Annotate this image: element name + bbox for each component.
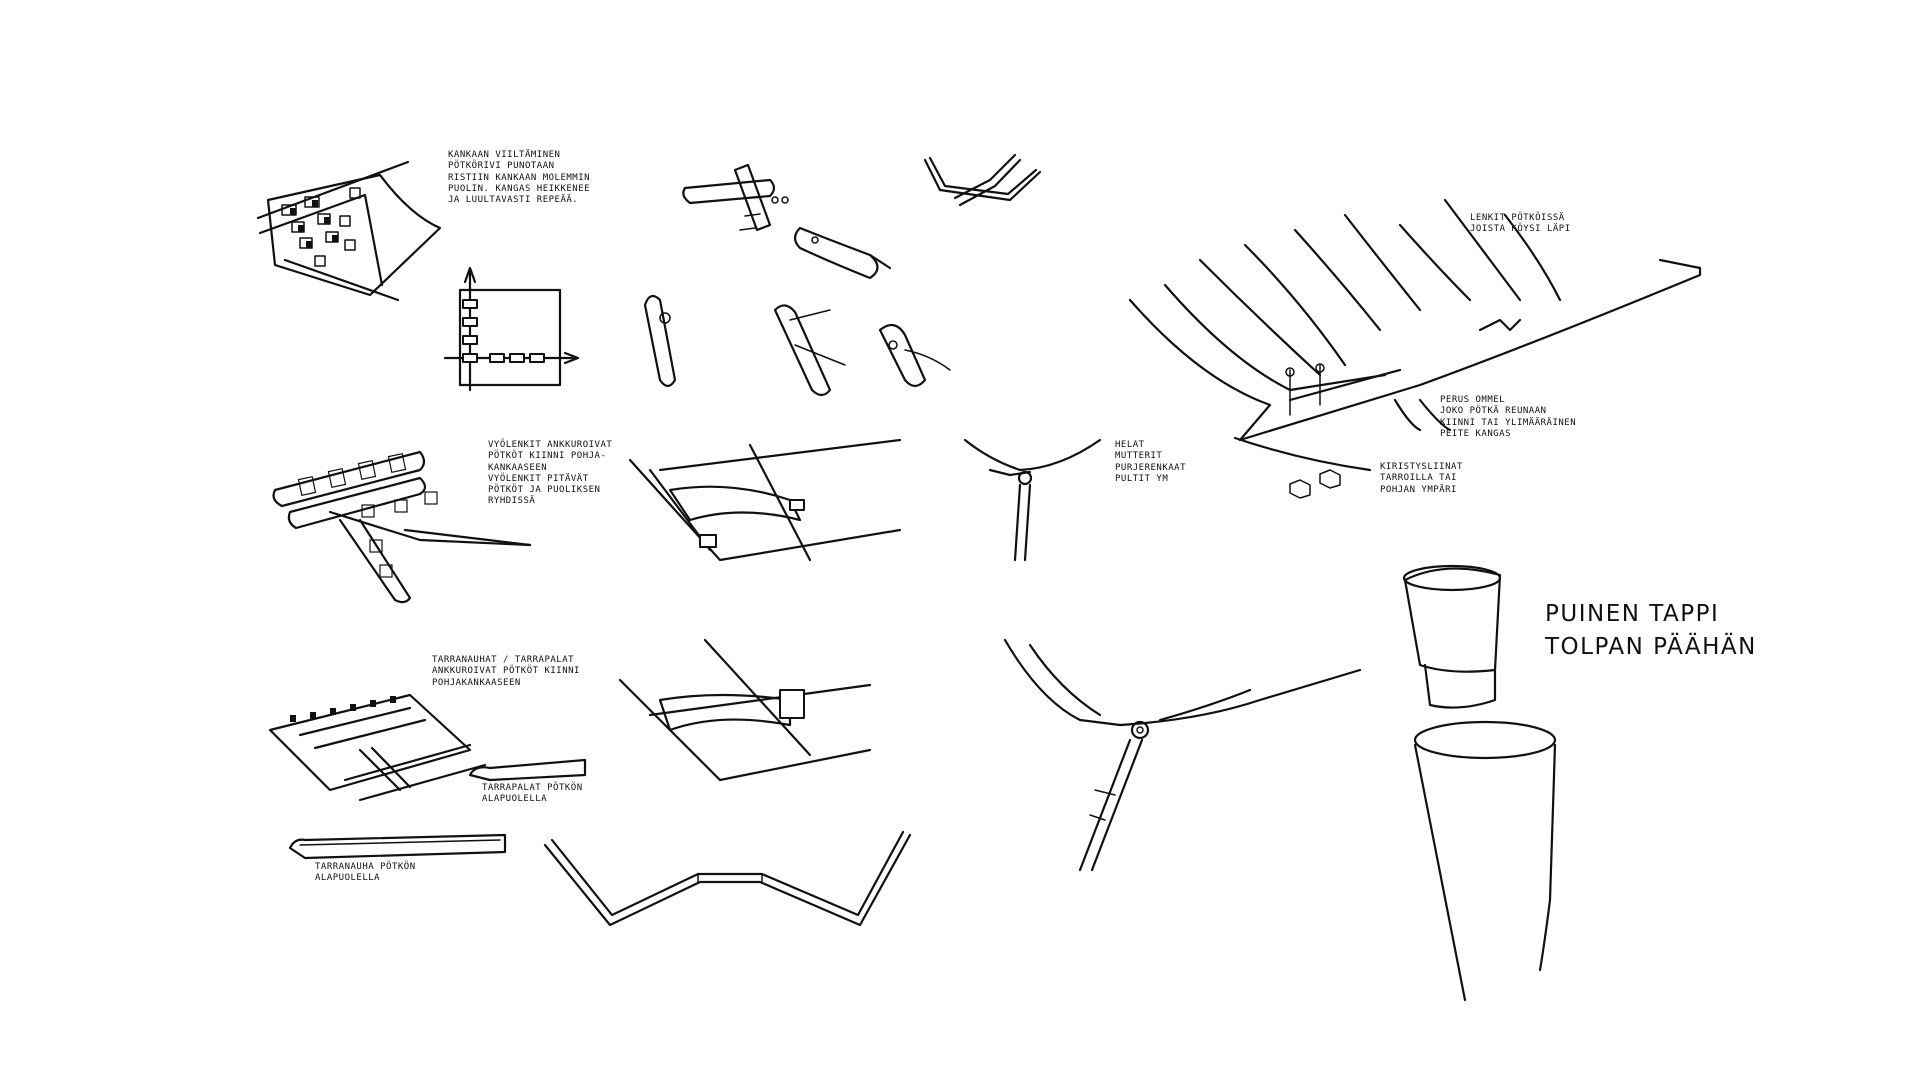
note-lenkit-potkoissa: LENKIT PÖTKÖISSÄ JOISTA KÖYSI LÄPI	[1470, 213, 1571, 235]
corner-rope-sketch	[963, 438, 1102, 562]
folded-frame-sketch	[923, 153, 1042, 207]
note-kankaan-viiltaminen: KANKAAN VIILTÄMINEN PÖTKÖRIVI PUNOTAAN R…	[448, 150, 591, 205]
note-vyolenkit: VYÖLENKIT ANKKUROIVAT PÖTKÖT KIINNI POHJ…	[488, 440, 613, 507]
note-tarrapalat-alapuolella: TARRAPALAT PÖTKÖN ALAPUOLELLA	[482, 783, 583, 805]
note-kiristysliinat: KIRISTYSLIINAT TARROILLA TAI POHJAN YMPÄ…	[1380, 462, 1463, 495]
note-tarranauhat: TARRANAUHAT / TARRAPALAT ANKKUROIVAT PÖT…	[432, 655, 580, 688]
note-helat: HELAT MUTTERIT PURJERENKAAT PULTIT YM	[1115, 440, 1187, 484]
rope-grommet-sketch	[1003, 638, 1362, 872]
cross-tube-joint-sketch	[682, 163, 892, 280]
fabric-fold-strip-sketch	[628, 438, 902, 562]
tubes-lacing-sketch	[1128, 198, 1702, 499]
note-puinen-tappi: PUINEN TAPPI TOLPAN PÄÄHÄN	[1545, 601, 1757, 661]
wooden-peg-sketch	[1402, 564, 1557, 1002]
velcro-board-sketch	[268, 693, 487, 802]
weave-arrows-sketch	[443, 266, 580, 392]
velcro-strip-sketch	[288, 758, 587, 860]
fabric-fold-velcro-sketch	[618, 638, 872, 782]
belt-loop-sketch	[272, 450, 532, 604]
bent-rod-sketch	[543, 830, 912, 927]
note-perus-ommel: PERUS OMMEL JOKO PÖTKÄ REUNAAN KIINNI TA…	[1440, 395, 1577, 439]
note-tarranauha-alapuolella: TARRANAUHA PÖTKÖN ALAPUOLELLA	[315, 862, 416, 884]
tube-ends-sketch	[643, 294, 951, 397]
fabric-slitting-sketch	[256, 160, 442, 302]
